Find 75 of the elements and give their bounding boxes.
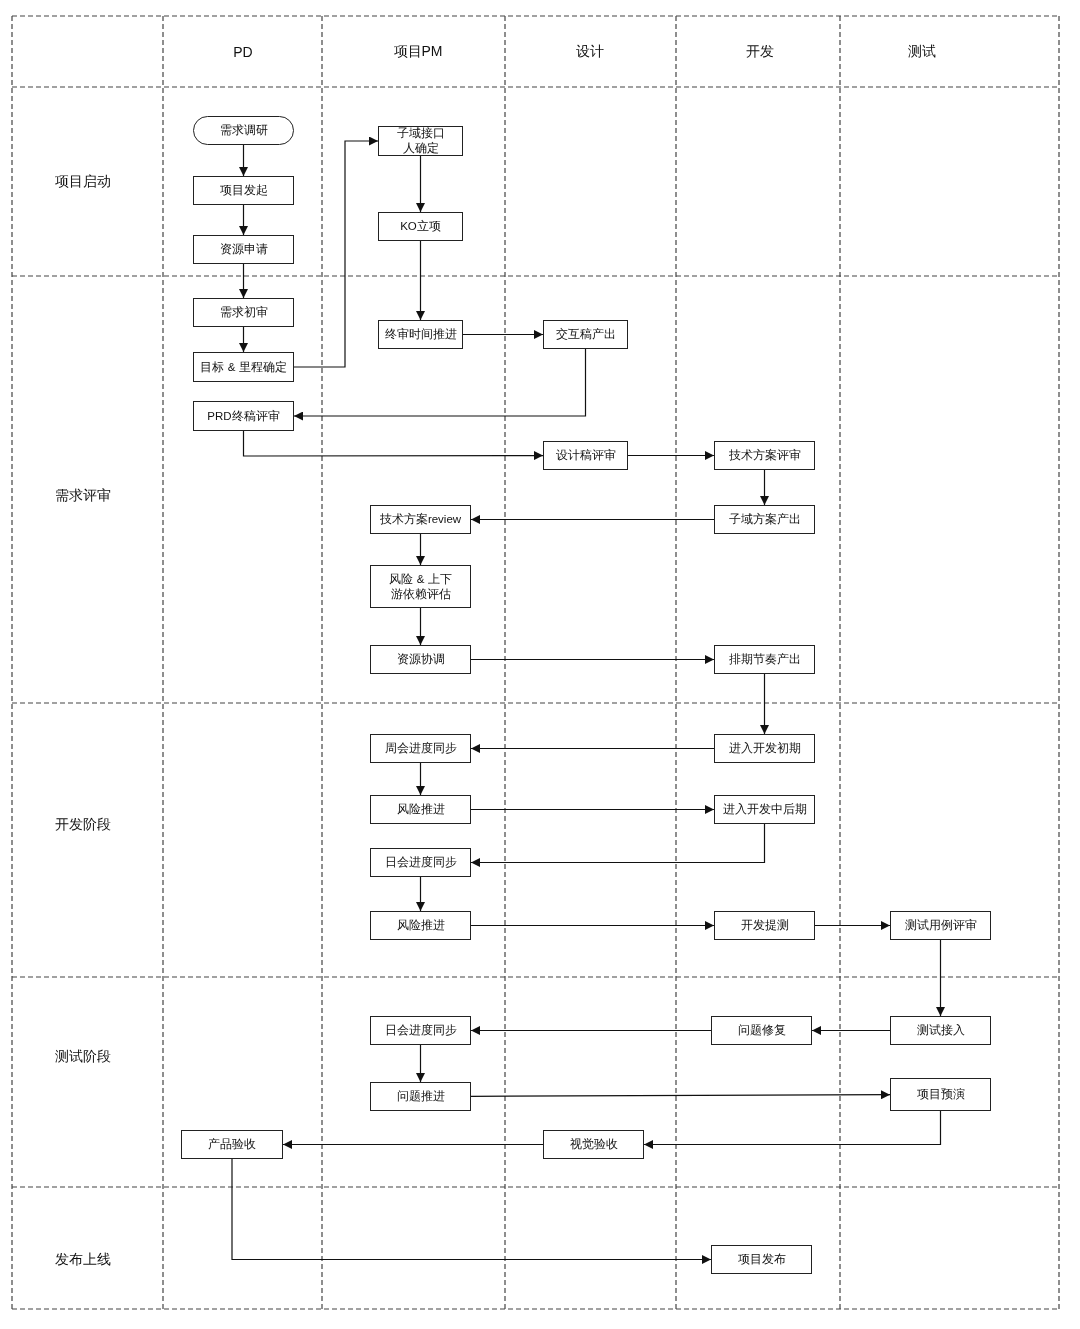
arrow [643, 1110, 942, 1149]
arrow [462, 330, 544, 339]
arrow [416, 240, 425, 321]
process-box: 测试接入 [890, 1016, 991, 1045]
process-box: PRD终稿评审 [193, 401, 294, 431]
arrow [627, 451, 715, 460]
arrow [242, 430, 544, 461]
process-box: 问题推进 [370, 1082, 471, 1111]
row-label: 测试阶段 [55, 1048, 111, 1066]
arrow [282, 1140, 544, 1149]
arrow [231, 1158, 712, 1264]
process-box: 项目发布 [711, 1245, 812, 1274]
process-box: 视觉验收 [543, 1130, 644, 1159]
process-box: 技术方案评审 [714, 441, 815, 470]
arrow [293, 348, 587, 421]
process-box: 风险推进 [370, 795, 471, 824]
process-box: 进入开发初期 [714, 734, 815, 763]
process-box: 项目预演 [890, 1078, 991, 1111]
process-box: 测试用例评审 [890, 911, 991, 940]
column-header: 测试 [908, 43, 936, 61]
arrow [239, 144, 248, 177]
process-box: 问题修复 [711, 1016, 812, 1045]
row-label: 项目启动 [55, 173, 111, 191]
process-box: 资源协调 [370, 645, 471, 674]
row-label: 开发阶段 [55, 816, 111, 834]
process-box: 需求初审 [193, 298, 294, 327]
arrow [760, 469, 769, 506]
arrow [416, 762, 425, 796]
row-label: 发布上线 [55, 1251, 111, 1269]
arrow [416, 155, 425, 213]
process-box: 子域方案产出 [714, 505, 815, 534]
arrow [814, 921, 891, 930]
process-box: 技术方案review [370, 505, 471, 534]
arrow [416, 876, 425, 912]
arrow [239, 204, 248, 236]
arrow [416, 533, 425, 566]
arrow [293, 136, 379, 368]
arrow [811, 1026, 891, 1035]
arrow [470, 655, 715, 664]
arrow [470, 1026, 712, 1035]
arrow [239, 263, 248, 299]
process-box: 产品验收 [181, 1130, 283, 1159]
process-box: 资源申请 [193, 235, 294, 264]
process-box: 风险推进 [370, 911, 471, 940]
column-header: 项目PM [393, 43, 443, 61]
arrow [470, 805, 715, 814]
process-box: 目标 & 里程确定 [193, 352, 294, 382]
process-box: 进入开发中后期 [714, 795, 815, 824]
arrow [239, 326, 248, 353]
process-box: 交互稿产出 [543, 320, 628, 349]
arrow [470, 515, 715, 524]
process-box: KO立项 [378, 212, 463, 241]
arrow [416, 607, 425, 646]
arrow [470, 744, 715, 753]
process-box: 终审时间推进 [378, 320, 463, 349]
start-terminal: 需求调研 [193, 116, 294, 145]
process-box: 开发提测 [714, 911, 815, 940]
process-box: 子域接口人确定 [378, 126, 463, 156]
arrow [470, 823, 766, 867]
process-box: 日会进度同步 [370, 1016, 471, 1045]
arrow [936, 939, 945, 1017]
arrow [416, 1044, 425, 1083]
column-header: 开发 [746, 43, 774, 61]
process-box: 日会进度同步 [370, 848, 471, 877]
column-header: 设计 [576, 43, 604, 61]
process-box: 风险 & 上下游依赖评估 [370, 565, 471, 608]
process-box: 项目发起 [193, 176, 294, 205]
arrow [470, 1090, 891, 1100]
arrow [470, 921, 715, 930]
arrow [760, 673, 769, 735]
process-box: 设计稿评审 [543, 441, 628, 470]
row-label: 需求评审 [55, 487, 111, 505]
process-box: 排期节奏产出 [714, 645, 815, 674]
process-box: 周会进度同步 [370, 734, 471, 763]
column-header: PD [233, 44, 253, 60]
